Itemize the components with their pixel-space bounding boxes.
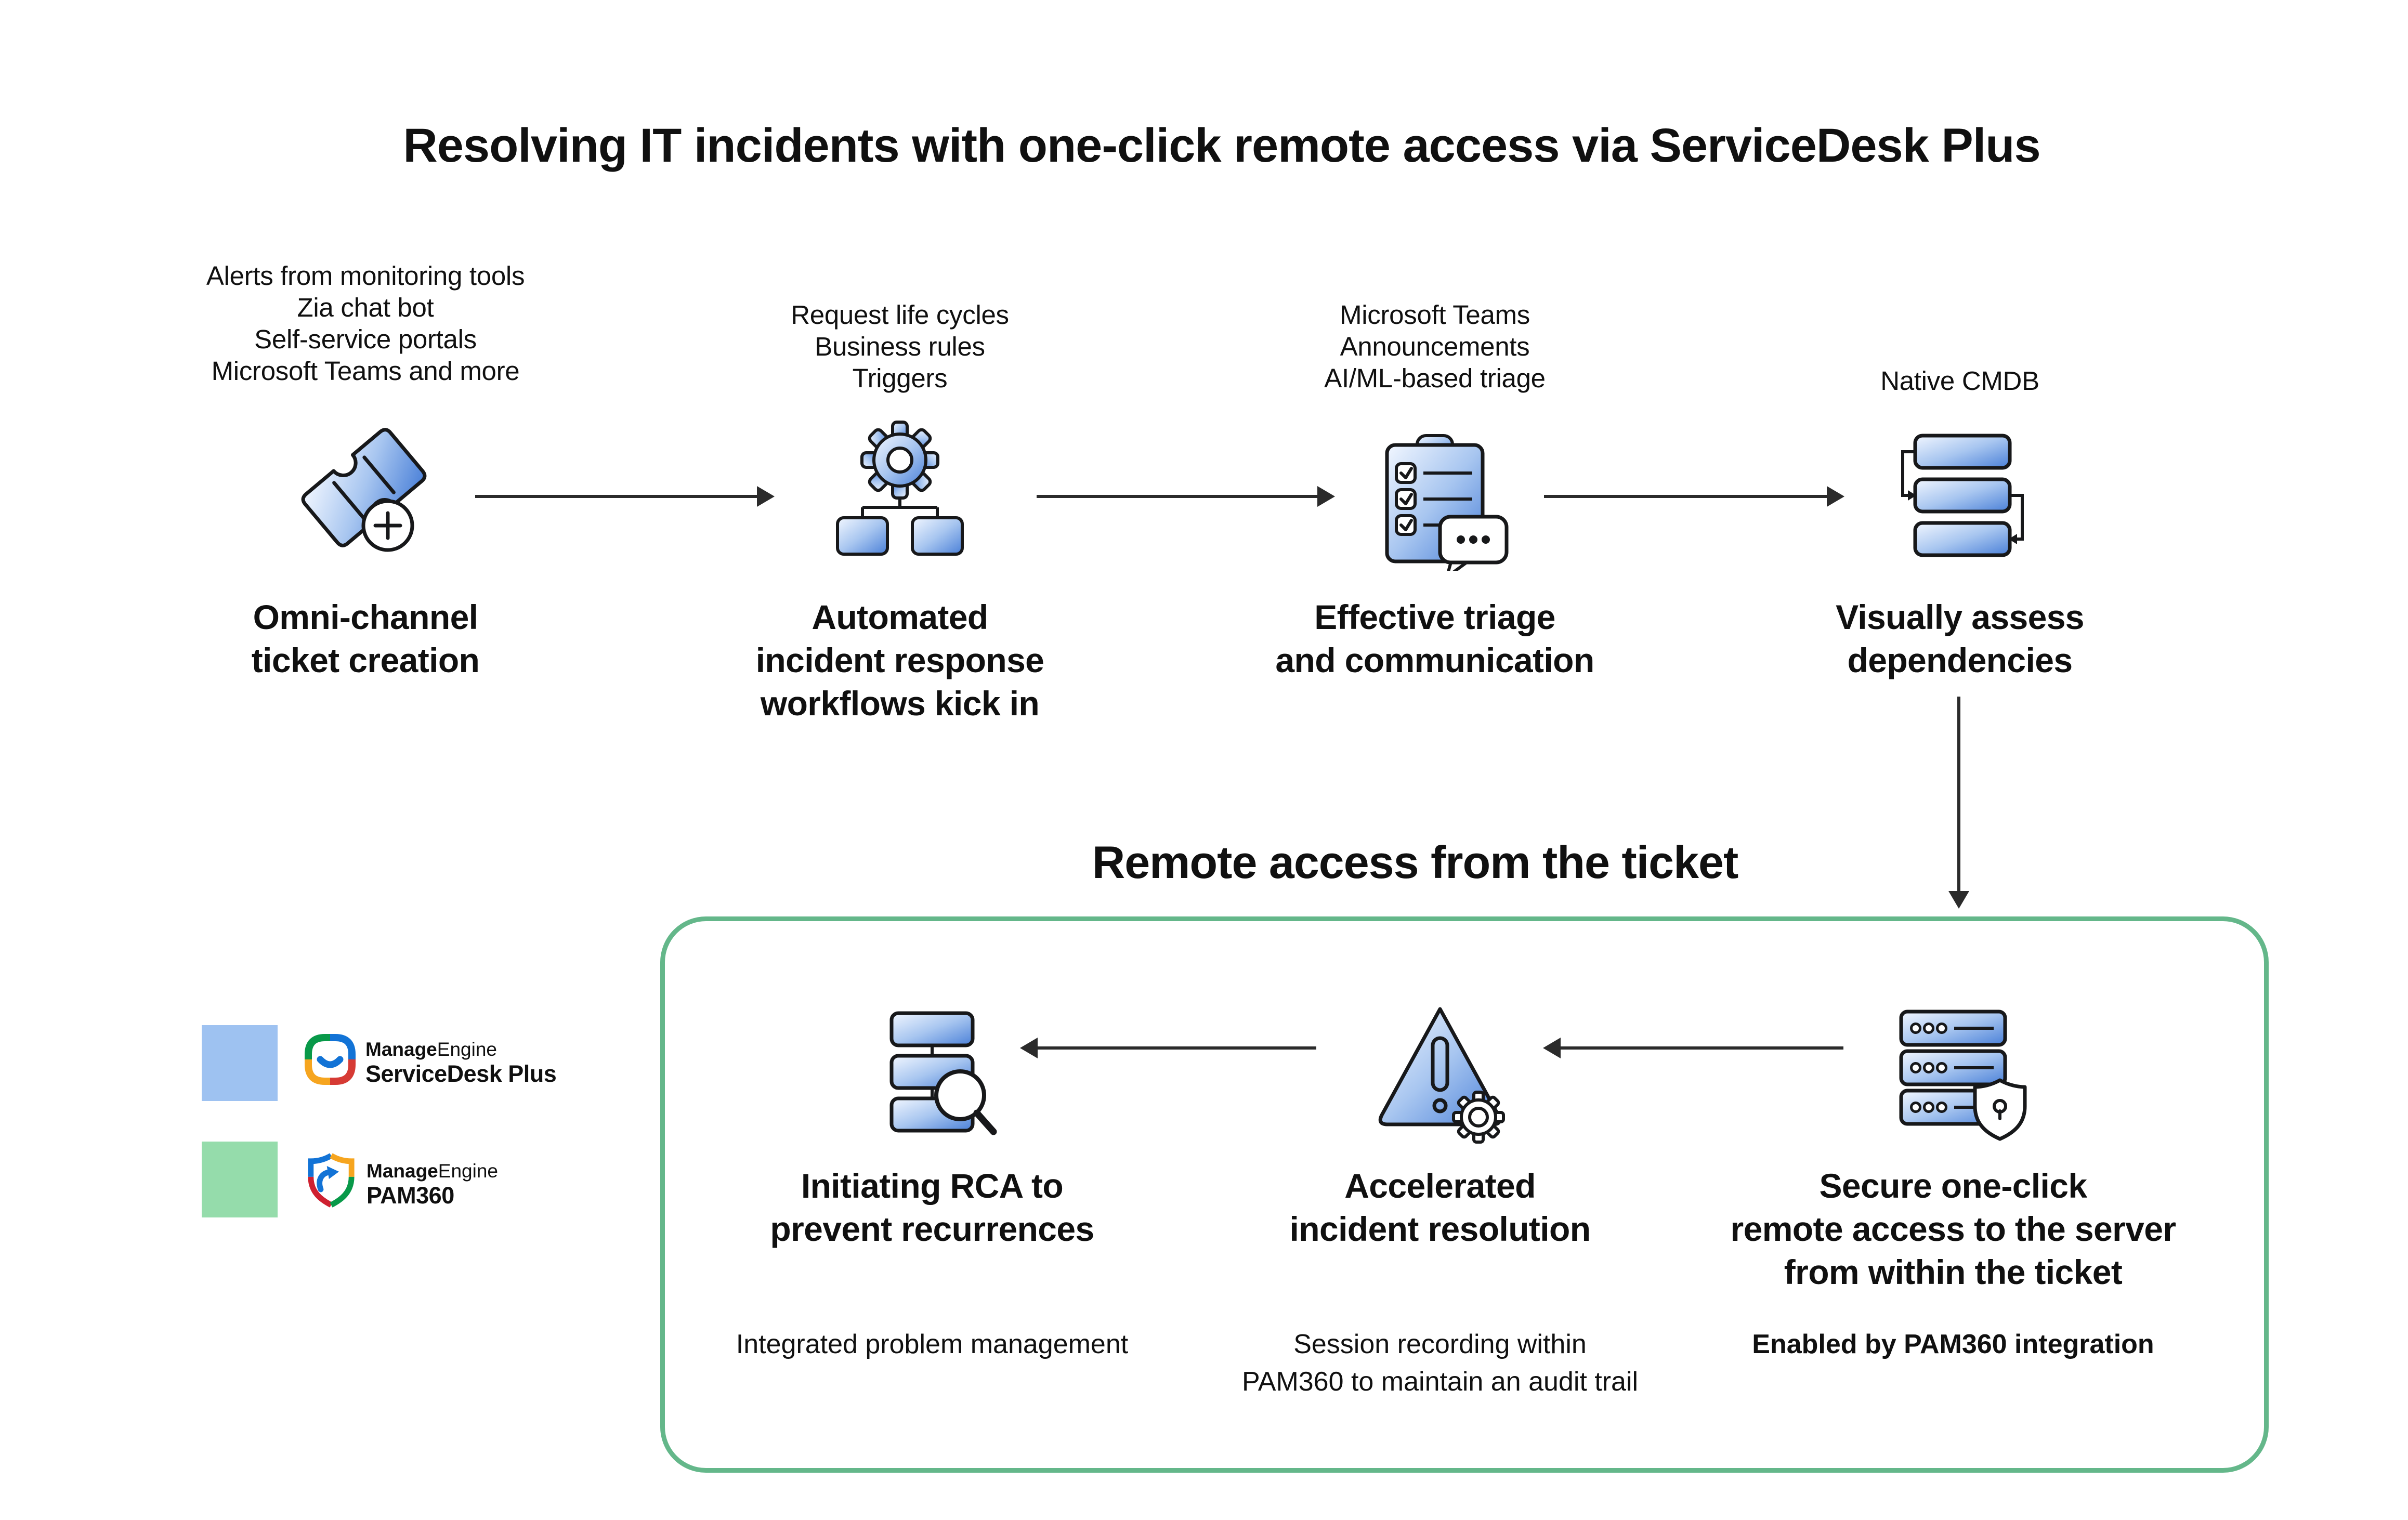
pam360-logo [305,1153,357,1210]
servicedesk-plus-logo [304,1033,356,1088]
cmdb-blocks-icon [1882,416,2038,574]
step-label-rca: Initiating RCA to prevent recurrences [584,1164,1280,1251]
arrow-head-icon [1020,1038,1038,1058]
dependency-down-arrow [1948,697,1969,909]
arrow-head-icon [1948,891,1969,909]
incident-gear-icon [1362,995,1518,1154]
step-label-line: Automated [812,598,988,636]
channel-item: Triggers [852,363,948,393]
arrow-line [1037,495,1319,498]
arrow-line [1544,495,1829,498]
rca-search-icon [854,995,1010,1154]
note-line: Enabled by PAM360 integration [1752,1329,2154,1359]
workflow-gear-icon [822,416,978,574]
channel-item: Request life cycles [791,300,1009,330]
channel-item: Microsoft Teams [1340,300,1530,330]
step-label-line: incident resolution [1289,1210,1591,1248]
step-label-line: ticket creation [251,641,480,679]
servicedesk-plus-label: ManageEngine ServiceDesk Plus [365,1039,557,1087]
step-label-line: workflows kick in [760,684,1040,723]
step-label-line: Omni-channel [253,598,478,636]
channel-item: Native CMDB [1880,366,2039,396]
resolve-arrow-2 [1543,1038,1844,1058]
step-label-line: Secure one-click [1819,1167,2088,1205]
step-label-line: Accelerated [1344,1167,1536,1205]
triage-clipboard-icon [1357,415,1513,579]
step-note-resolution: Session recording within PAM360 to maint… [1092,1326,1788,1400]
arrow-head-icon [1317,486,1335,507]
arrow-head-icon [1827,486,1844,507]
step-note-rca: Integrated problem management [584,1326,1280,1363]
note-line: Integrated problem management [736,1329,1129,1359]
step-label-line: Visually assess [1836,598,2084,636]
step-label-line: incident response [755,641,1044,679]
step-label-triage: Effective triage and communication [1087,596,1783,682]
step-label-omni: Omni-channel ticket creation [17,596,714,682]
channel-item: Alerts from monitoring tools [206,261,525,291]
channel-list-triage: Microsoft Teams Announcements AI/ML-base… [1164,299,1705,394]
arrow-line [1957,697,1960,893]
remote-access-panel [660,916,2269,1473]
flow-arrow-2 [1036,486,1335,507]
channel-item: Business rules [815,332,985,361]
brand-regular: Engine [437,1039,497,1060]
step-label-automation: Automated incident response workflows ki… [552,596,1248,725]
step-note-secure-access: Enabled by PAM360 integration [1605,1326,2301,1363]
secure-server-icon [1875,994,2031,1152]
ticket-plus-icon [286,415,447,573]
arrow-head-icon [1543,1038,1561,1058]
channel-list-cmdb: Native CMDB [1690,365,2230,397]
step-label-line: prevent recurrences [770,1210,1094,1248]
channel-list-automation: Request life cycles Business rules Trigg… [630,299,1170,394]
brand-regular: Engine [438,1160,498,1182]
arrow-head-icon [757,486,775,507]
pam360-swatch [202,1142,278,1217]
channel-item: AI/ML-based triage [1324,363,1546,393]
step-label-secure-access: Secure one-click remote access to the se… [1605,1164,2301,1294]
step-label-line: Initiating RCA to [801,1167,1064,1205]
flow-arrow-1 [474,486,775,507]
product-name: PAM360 [367,1182,454,1209]
arrow-line [1036,1046,1316,1050]
step-label-line: remote access to the server [1730,1210,2177,1248]
arrow-line [475,495,759,498]
channel-item: Self-service portals [254,324,477,354]
brand-bold: Manage [365,1039,437,1060]
resolve-arrow-1 [1020,1038,1317,1058]
step-label-cmdb: Visually assess dependencies [1612,596,2308,682]
pam360-label: ManageEngine PAM360 [367,1160,498,1209]
channel-item: Announcements [1340,332,1530,361]
note-line: Session recording within [1293,1329,1587,1359]
channel-item: Zia chat bot [297,293,434,322]
brand-bold: Manage [367,1160,438,1182]
product-name: ServiceDesk Plus [365,1060,557,1087]
section-heading: Remote access from the ticket [1092,836,1739,888]
note-line: PAM360 to maintain an audit trail [1241,1367,1639,1397]
flow-arrow-3 [1543,486,1844,507]
step-label-line: and communication [1275,641,1594,679]
step-label-resolution: Accelerated incident resolution [1092,1164,1788,1251]
servicedesk-swatch [202,1025,278,1101]
channel-item: Microsoft Teams and more [211,356,520,386]
brand-name: ManageEngine [367,1160,498,1182]
brand-name: ManageEngine [365,1039,556,1060]
step-label-line: Effective triage [1314,598,1555,636]
arrow-line [1559,1046,1843,1050]
step-label-line: dependencies [1847,641,2073,679]
page-title: Resolving IT incidents with one-click re… [403,119,2040,172]
step-label-line: from within the ticket [1784,1253,2123,1291]
channel-list-omni: Alerts from monitoring tools Zia chat bo… [95,260,636,387]
